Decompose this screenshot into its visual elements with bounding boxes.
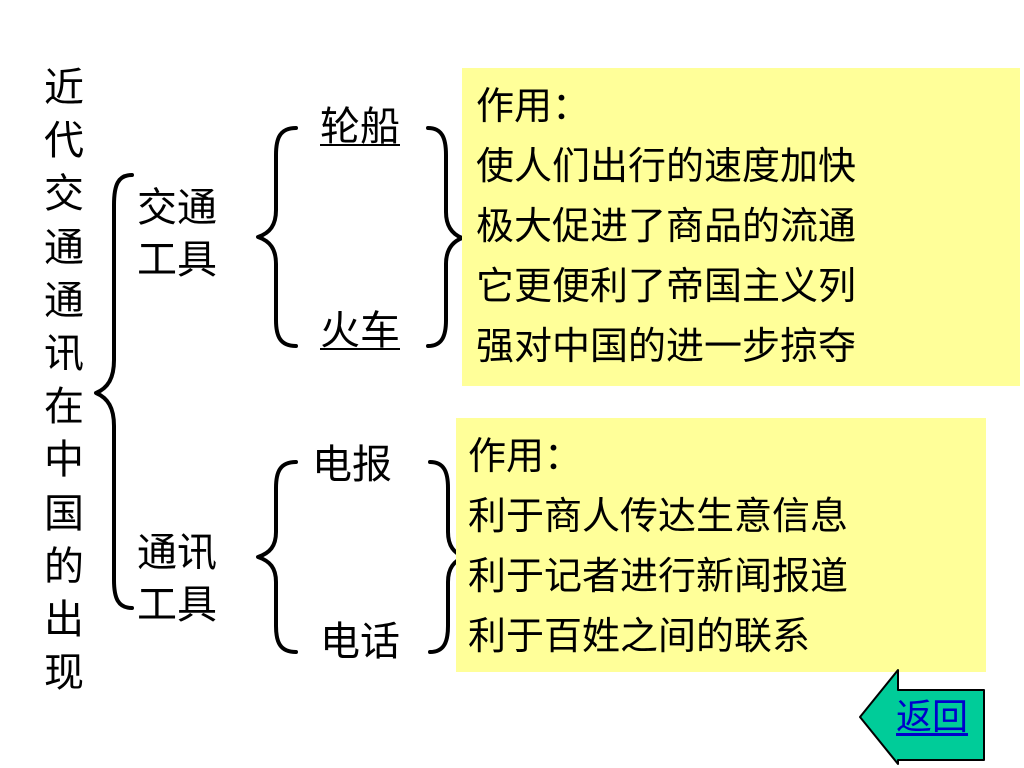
transport-effects-box: 作用： 使人们出行的速度加快 极大促进了商品的流通 它更便利了帝国主义列 强对中… — [462, 68, 1020, 386]
communication-effect-line: 利于记者进行新闻报道 — [468, 554, 849, 598]
transport-open-brace — [256, 126, 298, 348]
communication-category: 通讯 工具 — [137, 527, 217, 631]
item-steamship: 轮船 — [320, 104, 400, 150]
left-arrow-icon — [859, 669, 985, 765]
communication-effects-heading: 作用： — [468, 434, 583, 478]
transport-effect-line: 强对中国的进一步掠夺 — [476, 324, 857, 368]
communication-label-line1: 通讯 — [137, 530, 217, 576]
main-brace — [94, 173, 134, 610]
communication-open-brace — [256, 460, 298, 654]
transport-close-brace — [426, 126, 464, 348]
back-button[interactable]: 返回 — [858, 668, 986, 766]
transport-effect-line: 极大促进了商品的流通 — [476, 204, 857, 248]
transport-label-line1: 交通 — [137, 185, 217, 231]
communication-label-line2: 工具 — [137, 582, 217, 628]
transport-effect-line: 使人们出行的速度加快 — [476, 144, 857, 188]
communication-effect-line: 利于百姓之间的联系 — [468, 614, 811, 658]
transport-label-line2: 工具 — [137, 237, 217, 283]
item-telephone: 电话 — [320, 619, 400, 665]
transport-effect-line: 它更便利了帝国主义列 — [476, 264, 857, 308]
diagram-title: 近代交通通讯在中国的出现 — [44, 65, 84, 697]
transport-category: 交通 工具 — [137, 182, 217, 286]
communication-effect-line: 利于商人传达生意信息 — [468, 494, 849, 538]
item-telegraph: 电报 — [312, 442, 392, 488]
back-button-label: 返回 — [896, 697, 969, 738]
communication-effects-box: 作用： 利于商人传达生意信息 利于记者进行新闻报道 利于百姓之间的联系 — [456, 418, 986, 672]
transport-effects-heading: 作用： — [476, 84, 591, 128]
item-train: 火车 — [320, 308, 400, 354]
